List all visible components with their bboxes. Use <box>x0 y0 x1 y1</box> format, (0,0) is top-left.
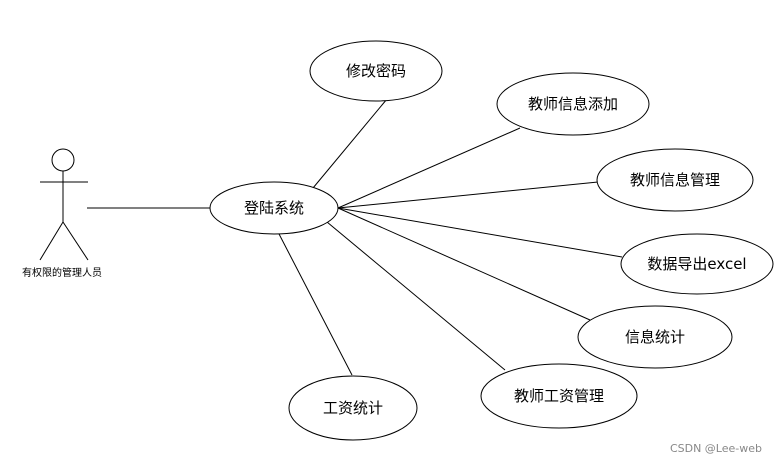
line-to-teacher-info-manage <box>337 181 599 209</box>
use-case-change-password <box>309 40 443 102</box>
use-case-teacher-info-manage-label: 教师信息管理 <box>630 171 720 189</box>
actor-label: 有权限的管理人员 <box>22 266 102 279</box>
line-to-data-export <box>337 207 623 258</box>
use-case-teacher-salary-manage <box>480 363 638 429</box>
use-case-info-stats <box>577 305 733 369</box>
use-case-data-export <box>620 233 774 295</box>
use-case-login <box>209 181 339 235</box>
use-case-change-password-label: 修改密码 <box>346 62 406 80</box>
use-case-teacher-salary-manage-label: 教师工资管理 <box>514 387 604 405</box>
use-case-info-stats-label: 信息统计 <box>625 328 685 346</box>
use-case-login-label: 登陆系统 <box>244 199 304 217</box>
actor-right-leg <box>62 221 89 261</box>
connection-lines <box>87 98 623 376</box>
use-case-teacher-info-add <box>496 72 650 136</box>
actor-stick-figure <box>39 148 89 261</box>
watermark: CSDN @Lee-web <box>670 442 762 455</box>
line-to-salary-stats <box>277 231 353 376</box>
use-case-teacher-info-add-label: 教师信息添加 <box>528 95 618 113</box>
line-to-teacher-salary-manage <box>326 221 506 371</box>
use-case-data-export-label: 数据导出excel <box>647 255 746 273</box>
line-to-change-password <box>312 98 388 189</box>
actor-head <box>51 148 75 172</box>
actor-left-leg <box>39 221 64 261</box>
use-case-salary-stats <box>288 375 418 441</box>
line-to-info-stats <box>337 207 591 321</box>
line-to-teacher-info-add <box>337 127 521 209</box>
use-case-salary-stats-label: 工资统计 <box>323 399 383 417</box>
use-case-teacher-info-manage <box>596 148 754 212</box>
